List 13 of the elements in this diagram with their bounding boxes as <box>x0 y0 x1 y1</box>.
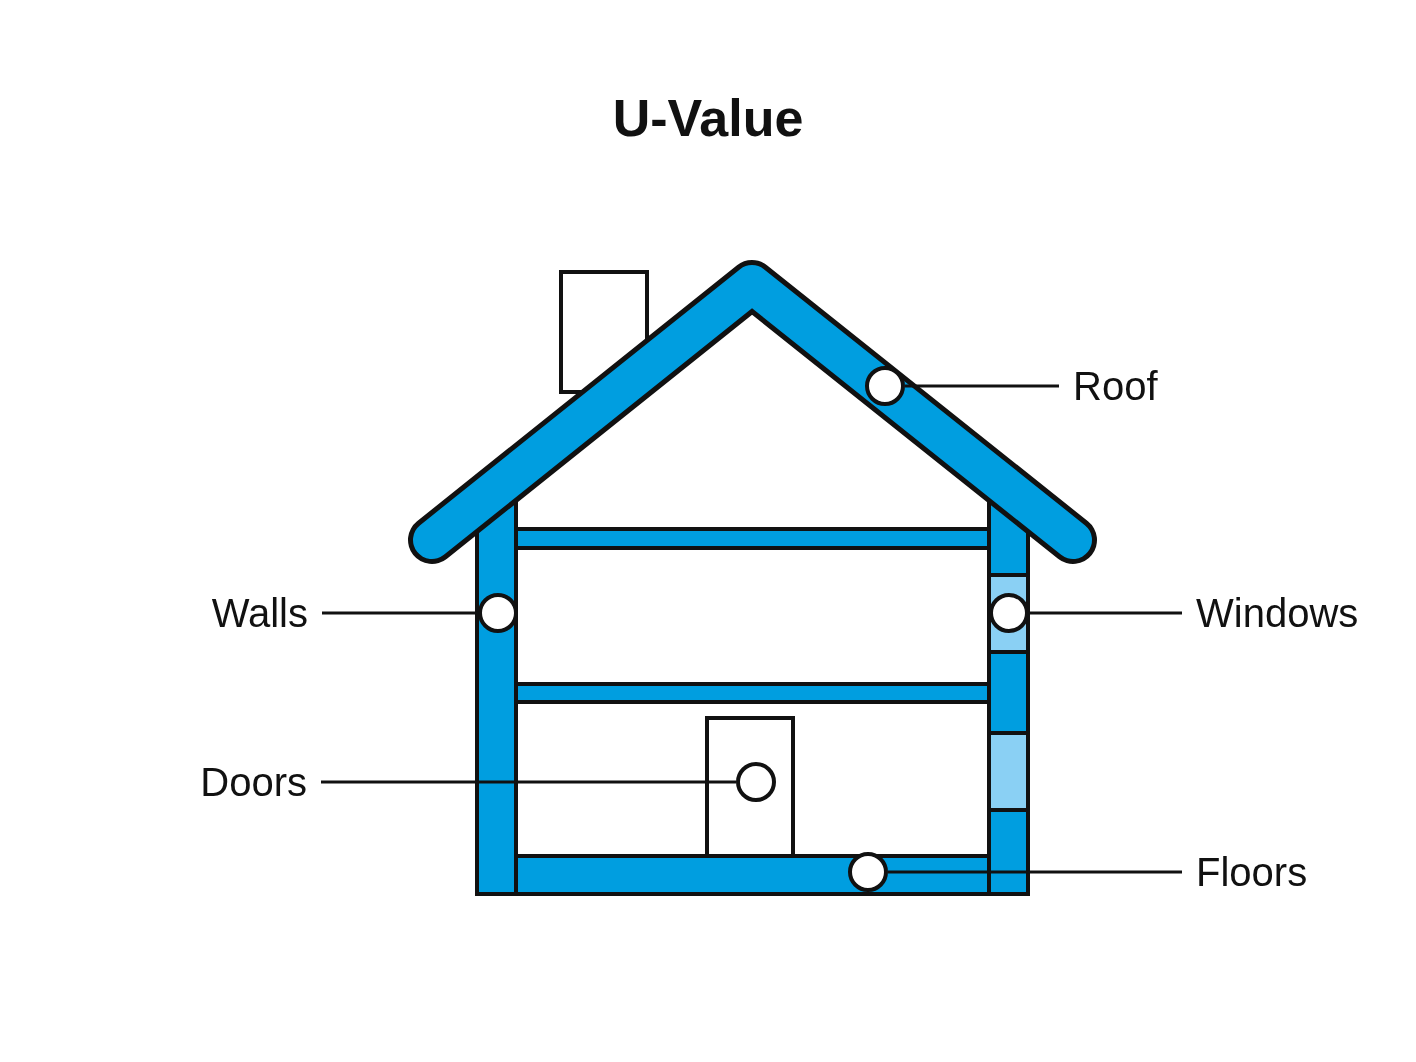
leader-line <box>905 384 1059 388</box>
part-label: Floors <box>1196 852 1308 892</box>
leader-line <box>888 870 1182 874</box>
diagram-title: U-Value <box>611 88 805 148</box>
part-label: Doors <box>200 762 307 802</box>
leader-line <box>321 780 736 784</box>
marker-dot <box>848 852 888 892</box>
part-label: Walls <box>211 593 308 633</box>
part-label: Roof <box>1073 366 1158 406</box>
part-label: Windows <box>1196 593 1359 633</box>
leader-line <box>322 611 478 615</box>
leader-line <box>1029 611 1182 615</box>
marker-dot <box>865 366 905 406</box>
